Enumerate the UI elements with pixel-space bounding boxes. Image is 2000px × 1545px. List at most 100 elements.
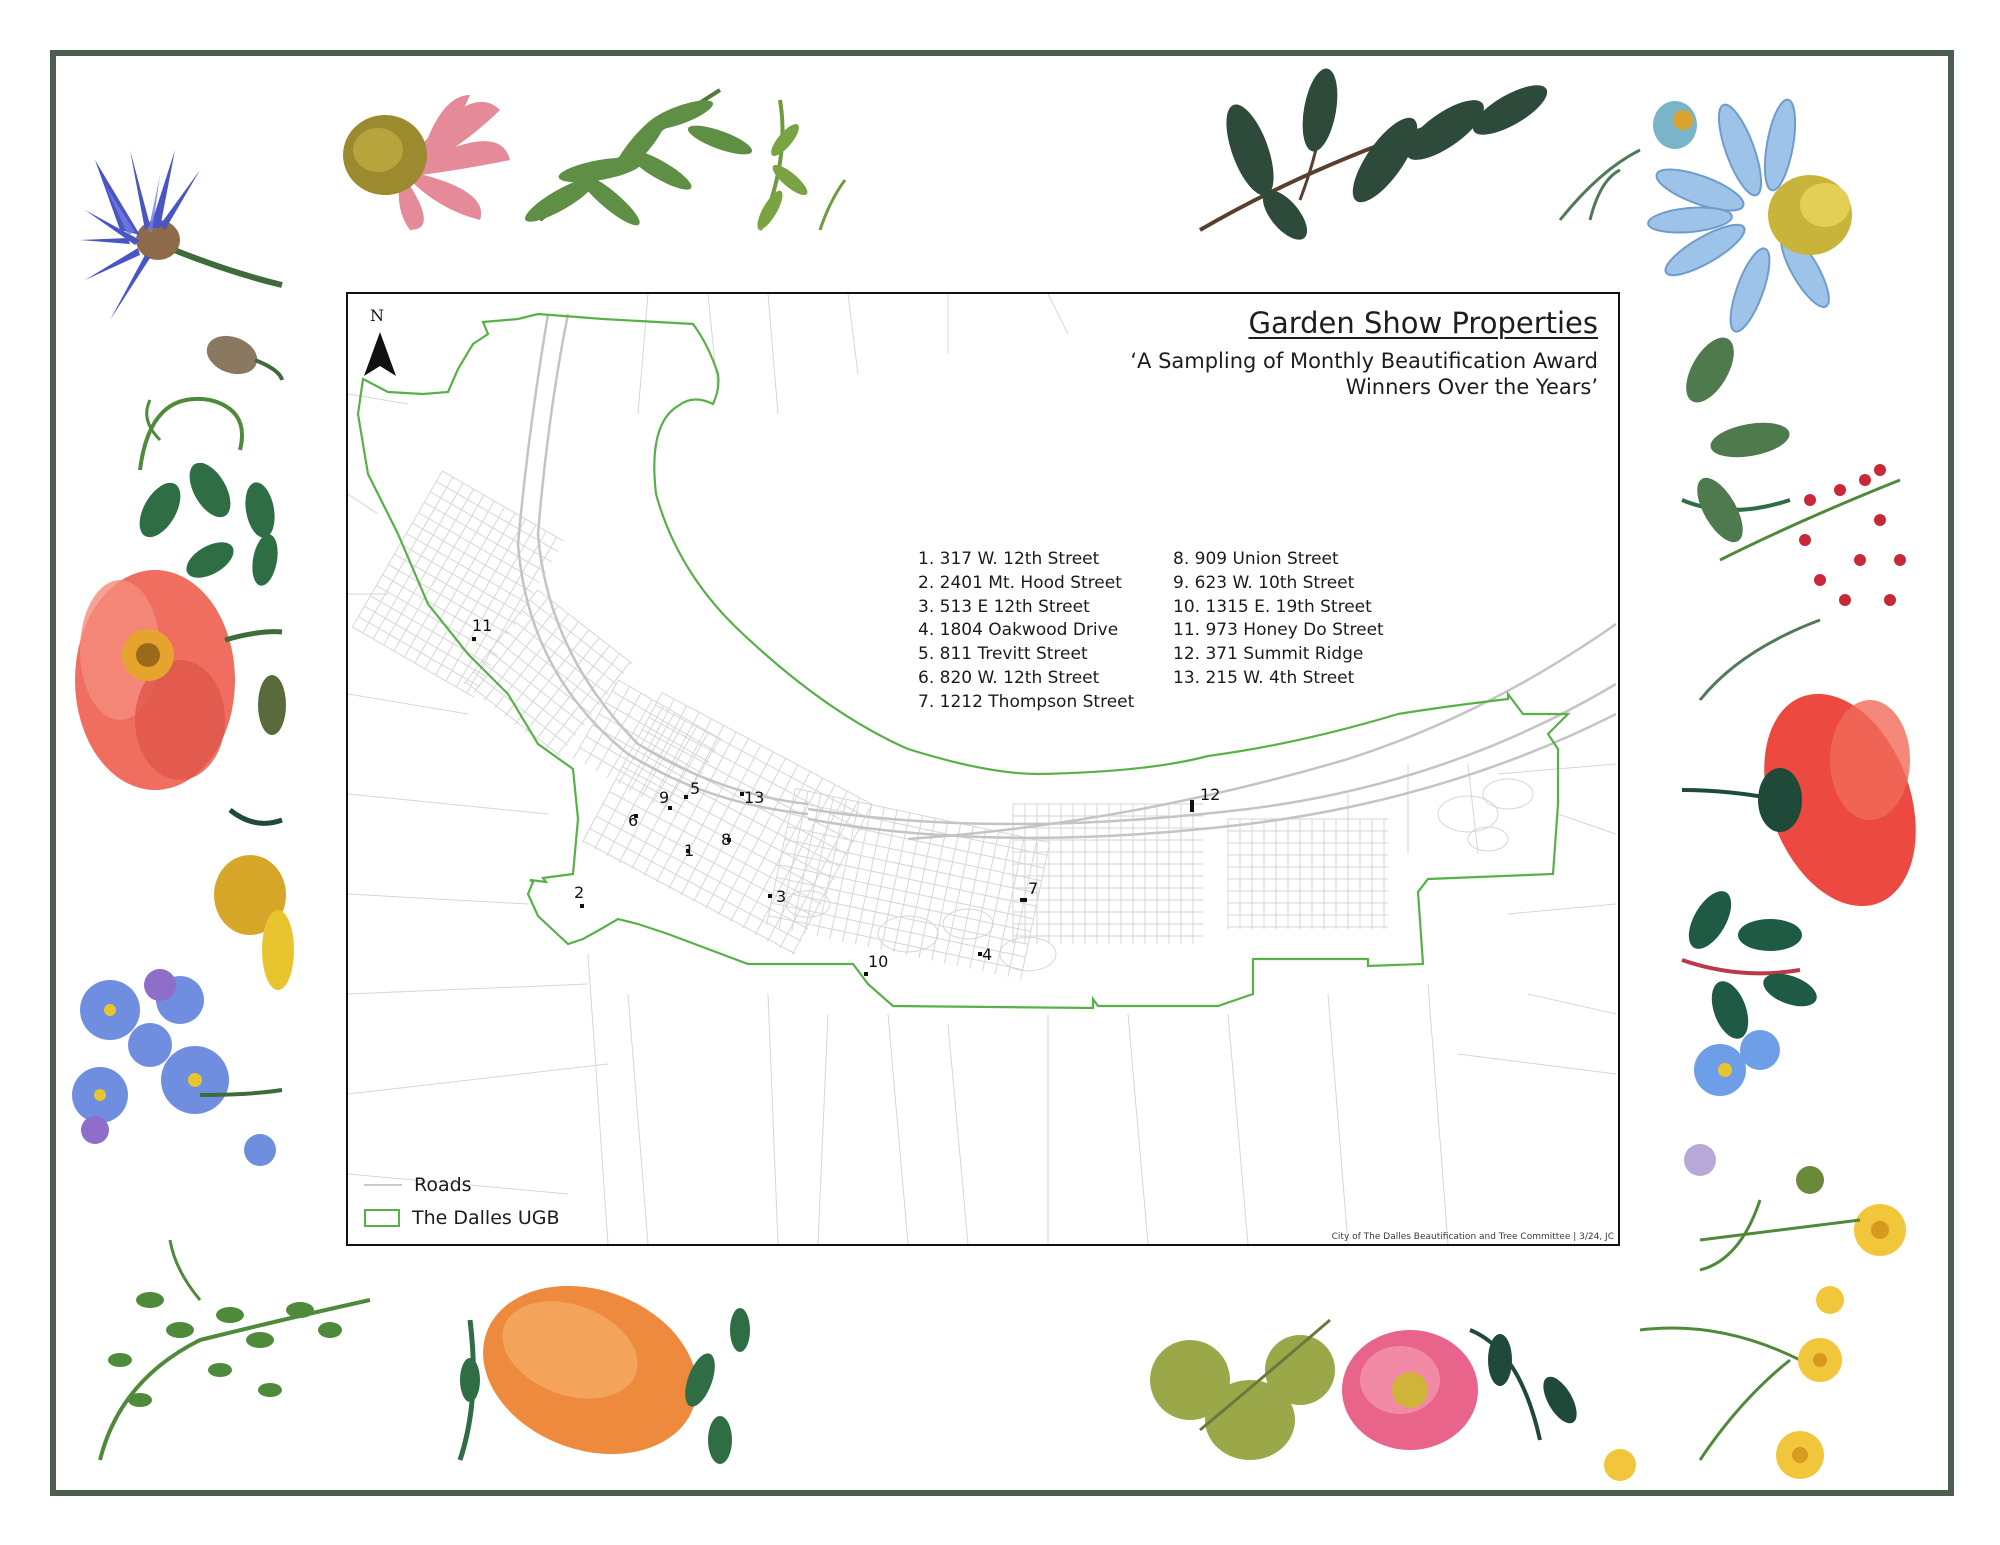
site-marker[interactable] — [1020, 898, 1027, 902]
site-marker[interactable] — [472, 637, 476, 641]
site-label: 10 — [868, 952, 888, 971]
site-marker[interactable] — [978, 952, 982, 956]
site-marker[interactable] — [768, 894, 772, 898]
road-segment — [615, 778, 829, 893]
sweet-pea-icon — [138, 335, 284, 586]
road-segment — [524, 637, 600, 733]
road-segment — [455, 530, 547, 688]
road-segment — [489, 650, 585, 726]
road-segment — [465, 681, 561, 757]
site-label: 11 — [472, 616, 492, 635]
address-item: 2. 2401 Mt. Hood Street — [918, 572, 1122, 593]
red-berries-icon — [1681, 337, 1906, 606]
road-segment — [435, 518, 526, 676]
road-segment — [473, 597, 549, 693]
site-label: 4 — [982, 945, 992, 964]
site-label: 1 — [684, 841, 694, 860]
road-segment — [627, 993, 649, 1244]
address-item: 10. 1315 E. 19th Street — [1173, 596, 1372, 617]
poppy-icon — [75, 570, 286, 790]
cornflower-icon — [80, 150, 283, 320]
road-segment — [598, 713, 704, 775]
road-segment — [589, 828, 802, 942]
buttercup-icon — [1604, 1144, 1906, 1481]
road-segment — [466, 536, 558, 694]
address-item: 7. 1212 Thompson Street — [918, 691, 1135, 712]
road-segment — [348, 393, 409, 405]
road-segment — [674, 738, 721, 817]
site-marker[interactable] — [686, 849, 690, 853]
address-item: 5. 811 Trevitt Street — [918, 644, 1088, 665]
highway-lines — [516, 313, 1617, 841]
site-marker[interactable] — [634, 814, 638, 818]
road-segment — [707, 294, 719, 395]
road-segment — [494, 613, 569, 709]
road-segment — [781, 851, 1037, 907]
road-segment — [585, 735, 691, 797]
road-segment — [529, 599, 625, 675]
road-segment — [641, 729, 855, 843]
road-segment — [942, 908, 994, 940]
site-marker[interactable] — [727, 838, 731, 842]
road-segment — [483, 605, 559, 701]
road-segment — [358, 616, 480, 687]
road-segment — [414, 506, 506, 664]
site-marker[interactable] — [740, 792, 744, 796]
road-segment — [661, 692, 875, 806]
road-segment — [847, 294, 859, 375]
road-segment — [513, 620, 609, 695]
road-segment — [947, 1023, 969, 1244]
road-segment — [622, 766, 835, 880]
site-marker[interactable] — [580, 904, 584, 908]
address-item: 3. 513 E 12th Street — [918, 596, 1090, 617]
address-item: 6. 820 W. 12th Street — [918, 667, 1100, 688]
road-segment — [351, 470, 443, 628]
site-marker[interactable] — [668, 806, 672, 810]
road-segment — [348, 1173, 569, 1195]
road-segment — [424, 501, 546, 573]
road-segment — [584, 686, 631, 765]
road-segment — [1457, 1053, 1617, 1075]
road-segment — [795, 788, 1050, 844]
site-marker[interactable] — [864, 972, 868, 976]
road-segment — [776, 877, 1031, 933]
road-segment — [348, 983, 589, 995]
road-segment — [637, 294, 649, 415]
north-label: N — [370, 306, 384, 325]
road-segment — [1437, 795, 1499, 833]
road-segment — [767, 993, 779, 1244]
road-segment — [787, 826, 1042, 882]
outer-frame — [50, 50, 1954, 1496]
road-segment — [582, 840, 796, 955]
site-label: 7 — [1028, 879, 1038, 898]
road-segment — [370, 595, 492, 667]
road-segment — [418, 512, 540, 584]
fern-icon — [525, 88, 847, 231]
pink-aster-icon — [1342, 1328, 1577, 1450]
road-segment — [595, 815, 809, 930]
road-segment — [504, 621, 580, 717]
road-segment — [606, 699, 653, 778]
road-segment — [545, 653, 621, 749]
eucalyptus-icon — [1198, 68, 1697, 240]
ugb-symbol — [364, 1208, 400, 1227]
road-segment — [1507, 903, 1617, 915]
address-list-left: 1. 317 W. 12th Street 2. 2401 Mt. Hood S… — [918, 548, 1134, 715]
road-segment — [400, 543, 522, 615]
road-segment — [592, 724, 697, 786]
address-item: 11. 973 Honey Do Street — [1173, 620, 1384, 641]
site-label: 9 — [659, 788, 669, 807]
address-item: 13. 215 W. 4th Street — [1173, 667, 1355, 688]
site-label: 3 — [776, 887, 786, 906]
road-segment — [770, 902, 1026, 958]
road-segment — [779, 864, 1034, 920]
site-marker[interactable] — [684, 795, 688, 799]
road-segment — [412, 522, 534, 594]
site-marker[interactable] — [1190, 800, 1194, 812]
road-segment — [463, 589, 539, 685]
address-item: 12. 371 Summit Ridge — [1173, 644, 1364, 665]
